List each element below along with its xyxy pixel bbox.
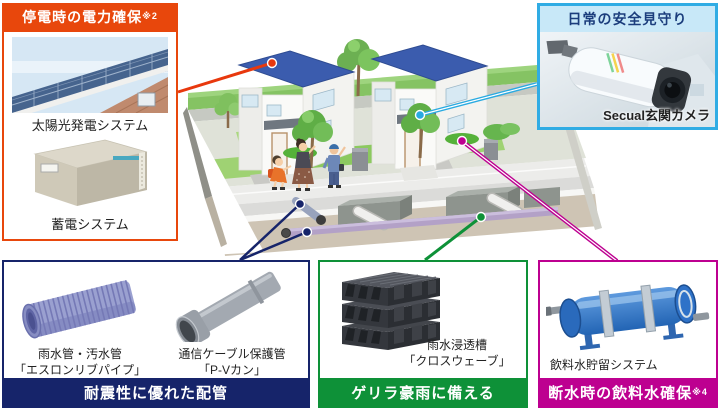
battery-system-photo [33,139,148,206]
piping-label-bar: 耐震性に優れた配管 [4,378,308,406]
solar-caption: 太陽光発電システム [31,118,149,133]
water-label-text: 断水時の飲料水確保 [548,384,693,402]
camera-caption: Secual玄関カメラ [603,108,710,123]
crosswave-image [342,272,440,350]
front-trees [283,103,520,169]
piping-products-row: 雨水管・汚水管 「エスロンリブパイプ」 通信ケーブル保護管 [4,262,308,378]
rib-pipe-image [22,279,136,339]
cyan-endpoint-dot [414,109,426,121]
callout-rainwater-tank: 雨水浸透槽 「クロスウェーブ」 ゲリラ豪雨に備える [318,260,528,408]
entrance-details [268,139,498,189]
cable-pipe-caption-line2: 「P-Vカン」 [197,362,266,377]
underground-infrastructure [281,186,560,238]
rain-label-bar: ゲリラ豪雨に備える [320,378,526,406]
magenta-endpoint-dot [456,135,468,147]
navy-endpoint-dot-1 [294,198,306,210]
power-callout-body: 太陽光発電システム 蓄電システム [2,30,178,241]
navy-endpoint-dot-2 [301,226,313,238]
callout-power-backup: 停電時の電力確保※2 太陽光発電システム [2,3,178,241]
person-woman [292,138,316,191]
crosswave-caption-line2: 「クロスウェーブ」 [403,353,511,368]
water-storage-tank-image [546,284,710,351]
red-endpoint-dot [266,57,278,69]
person-girl [268,155,292,190]
green-endpoint-dot [475,211,487,223]
security-callout-title: 日常の安全見守り [540,6,715,32]
small-tree [214,93,242,128]
cable-pipe-cell: 通信ケーブル保護管 「P-Vカン」 [157,266,307,378]
water-label-bar: 断水時の飲料水確保※4 [540,378,716,406]
cable-protection-pipe-image [175,271,281,347]
solar-panel-photo [11,37,169,119]
security-camera-photo: Secual玄関カメラ [540,32,715,127]
power-title-note: ※2 [142,11,158,21]
battery-caption: 蓄電システム [51,216,129,232]
rib-pipe-caption-line1: 雨水管・汚水管 [37,347,122,361]
back-tree [337,39,380,97]
connector-lines [177,57,619,263]
house-right [371,44,488,170]
camera-image [540,32,715,127]
callout-earthquake-piping: 雨水管・汚水管 「エスロンリブパイプ」 通信ケーブル保護管 [2,260,310,408]
person-worker [322,144,346,188]
rib-pipe-caption-line2: 「エスロンリブパイプ」 [13,362,146,377]
crosswave-caption: 雨水浸透槽 「クロスウェーブ」 [394,338,520,369]
callout-security-camera: 日常の安全見守り [537,3,718,130]
water-tank-caption: 飲料水貯留システム [550,358,658,372]
crosswave-caption-line1: 雨水浸透槽 [426,338,487,352]
callout-drinking-water: 飲料水貯留システム 断水時の飲料水確保※4 [538,260,718,408]
power-callout-title: 停電時の電力確保※2 [2,3,178,30]
rib-pipe-cell: 雨水管・汚水管 「エスロンリブパイプ」 [5,266,155,378]
cable-pipe-caption-line1: 通信ケーブル保護管 [178,347,286,361]
power-title-text: 停電時の電力確保 [22,8,143,25]
water-label-note: ※4 [692,386,708,397]
